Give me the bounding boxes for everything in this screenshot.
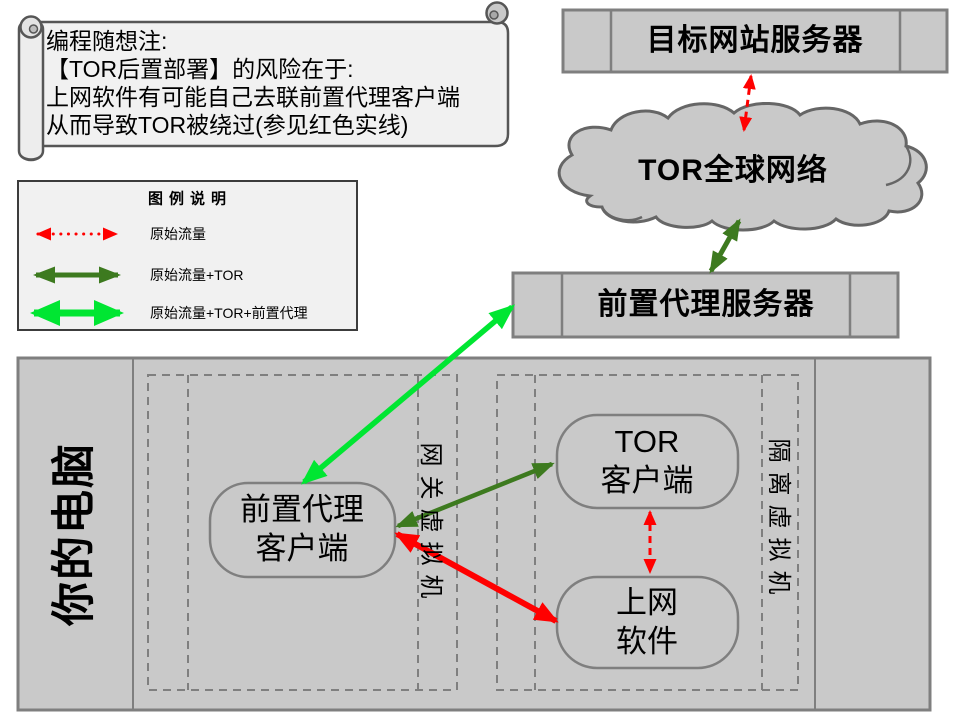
note-line-2: 【TOR后置部署】的风险在于: (46, 56, 354, 82)
tor-network-label: TOR全球网络 (638, 153, 828, 187)
gateway-vm-label: 网关虚拟机 (416, 442, 444, 608)
arrow-tor-network-to-proxy-server (708, 218, 742, 274)
note-line-4: 从而导致TOR被绕过(参见红色实线) (46, 112, 409, 138)
target-server-box (561, 8, 949, 74)
front-proxy-client-label-line1: 前置代理 (240, 492, 364, 527)
isolated-vm-label: 隔离虚拟机 (764, 438, 792, 604)
front-proxy-client-label: 前置代理 客户端 (240, 490, 364, 568)
legend-title: 图例说明 (147, 190, 233, 208)
your-computer-label: 你的电脑 (49, 442, 99, 626)
note-text: 编程随想注: 【TOR后置部署】的风险在于: 上网软件有可能自己去联前置代理客户… (46, 27, 460, 139)
tor-network-cloud (557, 101, 928, 232)
target-server-title: 目标网站服务器 (646, 23, 864, 57)
arrow-proxy-client-to-net-app-bypass (394, 531, 559, 624)
legend-label-raw-traffic-tor-proxy: 原始流量+TOR+前置代理 (150, 305, 308, 321)
front-proxy-client-label-line2: 客户端 (255, 531, 349, 566)
arrow-proxy-client-to-tor-client (395, 461, 555, 529)
net-app-label-line1: 上网 (616, 585, 678, 620)
tor-client-label-line1: TOR (614, 424, 680, 459)
your-computer-box (16, 356, 932, 712)
note-scroll-left-roll (17, 18, 45, 162)
note-line-1: 编程随想注: (46, 28, 168, 54)
tor-client-label-line2: 客户端 (600, 463, 694, 498)
legend-label-raw-traffic: 原始流量 (150, 226, 206, 242)
net-app-label-line2: 软件 (616, 624, 678, 659)
arrow-proxy-server-to-proxy-client (300, 304, 516, 485)
arrow-target-server-to-tor-network (739, 74, 756, 132)
note-scroll-shape (17, 1, 510, 162)
legend-label-raw-traffic-tor: 原始流量+TOR (150, 267, 244, 283)
net-app-node (555, 575, 740, 670)
front-proxy-server-title: 前置代理服务器 (597, 287, 815, 321)
isolated-vm-box (496, 374, 799, 691)
net-app-label: 上网 软件 (616, 583, 678, 661)
front-proxy-server-box (511, 271, 900, 339)
tor-client-node (555, 413, 740, 510)
tor-client-label: TOR 客户端 (601, 422, 694, 500)
note-line-3: 上网软件有可能自己去联前置代理客户端 (46, 84, 460, 110)
